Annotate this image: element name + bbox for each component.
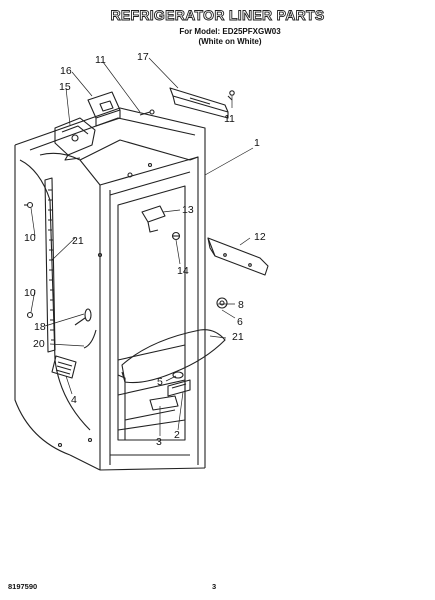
wire-20 bbox=[83, 329, 97, 349]
callout-11-top: 11 bbox=[95, 54, 106, 66]
refrigerator-liner bbox=[14, 107, 206, 471]
screw-10-lower bbox=[26, 311, 34, 319]
clip-2 bbox=[167, 379, 191, 397]
document-number: 8197590 bbox=[8, 582, 38, 591]
grommet-8 bbox=[216, 297, 228, 309]
callout-4: 4 bbox=[71, 394, 77, 406]
screw-10-upper bbox=[24, 201, 34, 209]
callout-2: 2 bbox=[174, 429, 180, 441]
bracket-13 bbox=[141, 205, 166, 233]
vent-4 bbox=[51, 355, 77, 379]
callout-17: 17 bbox=[137, 51, 149, 63]
clip-3 bbox=[149, 395, 179, 411]
shelf-rail bbox=[44, 177, 56, 353]
callout-21-rail: 21 bbox=[72, 235, 84, 247]
fitting-5 bbox=[172, 371, 184, 379]
shelf-support-12 bbox=[207, 237, 269, 276]
callout-12: 12 bbox=[254, 231, 266, 243]
callout-16: 16 bbox=[60, 65, 72, 77]
color-line: (White on White) bbox=[198, 37, 262, 46]
screw-11-top bbox=[139, 109, 155, 116]
callout-10-lower: 10 bbox=[24, 287, 36, 299]
callout-3: 3 bbox=[156, 436, 162, 448]
fastener-14 bbox=[171, 231, 181, 241]
page-title: REFRIGERATOR LINER PARTS bbox=[110, 7, 325, 24]
callout-labels: 16 11 17 15 11 1 13 10 12 21 14 10 8 18 … bbox=[24, 51, 266, 448]
bracket-16 bbox=[87, 91, 121, 127]
callout-5: 5 bbox=[157, 376, 163, 388]
callout-8: 8 bbox=[238, 299, 244, 311]
callout-21-cover: 21 bbox=[232, 331, 244, 343]
callout-18: 18 bbox=[34, 321, 46, 333]
control-housing-15 bbox=[54, 117, 96, 161]
crisper-cover-21 bbox=[121, 329, 226, 384]
callout-20: 20 bbox=[33, 338, 45, 350]
callout-11-right: 11 bbox=[224, 113, 235, 125]
callout-1: 1 bbox=[254, 137, 260, 149]
leader-lines bbox=[30, 57, 254, 436]
callout-14: 14 bbox=[177, 265, 189, 277]
screw-11-right bbox=[227, 90, 235, 101]
callout-6: 6 bbox=[237, 316, 243, 328]
callout-13: 13 bbox=[182, 204, 194, 216]
callout-10-upper: 10 bbox=[24, 232, 36, 244]
callout-15: 15 bbox=[59, 81, 71, 93]
cover-17 bbox=[169, 87, 229, 119]
model-line: For Model: ED25PFXGW03 bbox=[179, 27, 281, 36]
thermistor-18 bbox=[74, 308, 92, 326]
page-number: 3 bbox=[212, 582, 217, 591]
